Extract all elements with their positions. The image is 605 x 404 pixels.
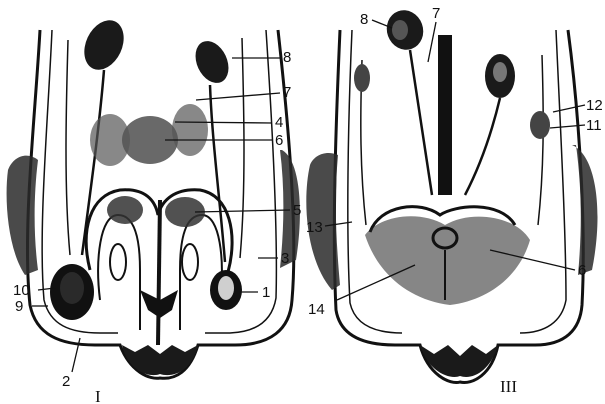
label-1: 1 <box>262 284 270 301</box>
label-8-p3: 8 <box>360 11 368 28</box>
small-organ-left-3 <box>354 64 370 92</box>
label-5: 5 <box>293 202 301 219</box>
label-8: 8 <box>283 49 291 66</box>
upper-organ-right <box>189 36 235 89</box>
panel-one-labels: 8 7 4 6 5 3 1 2 9 10 I <box>13 49 301 404</box>
label-7-p3: 7 <box>432 5 440 22</box>
upper-organ-left-3-inner <box>392 20 408 40</box>
label-11: 11 <box>586 117 602 134</box>
glandular-right <box>172 104 208 156</box>
panel-three <box>306 5 597 382</box>
panel-one <box>7 14 300 378</box>
left-lateral-mass <box>7 156 38 275</box>
label-9: 9 <box>15 298 23 315</box>
lobe-left <box>107 196 143 224</box>
label-14: 14 <box>308 301 325 318</box>
upper-organ-left <box>77 14 132 76</box>
small-organ-right-3 <box>530 111 550 139</box>
caption-panel-three: III <box>500 377 517 396</box>
label-6: 6 <box>275 132 283 149</box>
label-10: 10 <box>13 282 30 299</box>
testis-right-core <box>218 276 234 300</box>
testis-left-highlight <box>60 272 84 304</box>
caption-panel-one: I <box>95 387 101 404</box>
label-12: 12 <box>586 97 603 114</box>
label-4: 4 <box>275 114 283 131</box>
label-7: 7 <box>283 84 291 101</box>
central-rod <box>438 35 452 195</box>
label-3: 3 <box>281 250 289 267</box>
glandular-left <box>90 114 130 166</box>
label-13: 13 <box>306 219 323 236</box>
panel-one-tuft <box>122 345 198 375</box>
label-6-p3: 6 <box>578 262 586 279</box>
upper-organ-right-3-inner <box>493 62 507 82</box>
right-lateral-mass-3 <box>572 145 598 275</box>
label-2: 2 <box>62 373 70 390</box>
